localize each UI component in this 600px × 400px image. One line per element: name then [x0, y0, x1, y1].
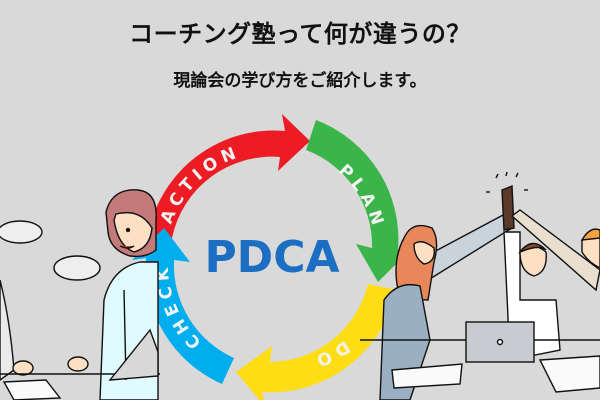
speech-bubble-icon — [0, 220, 43, 244]
left-illustration — [0, 189, 160, 400]
action-segment — [148, 114, 310, 238]
speech-bubble-icon — [53, 255, 101, 281]
do-segment — [236, 284, 396, 400]
plan-segment — [306, 120, 412, 282]
right-illustration — [360, 171, 600, 400]
page-subtitle: 現論会の学び方をご紹介します。 — [173, 71, 427, 91]
page-title: コーチング塾って何が違うの？ — [129, 20, 471, 48]
pdca-center-label: PDCA — [204, 232, 339, 283]
